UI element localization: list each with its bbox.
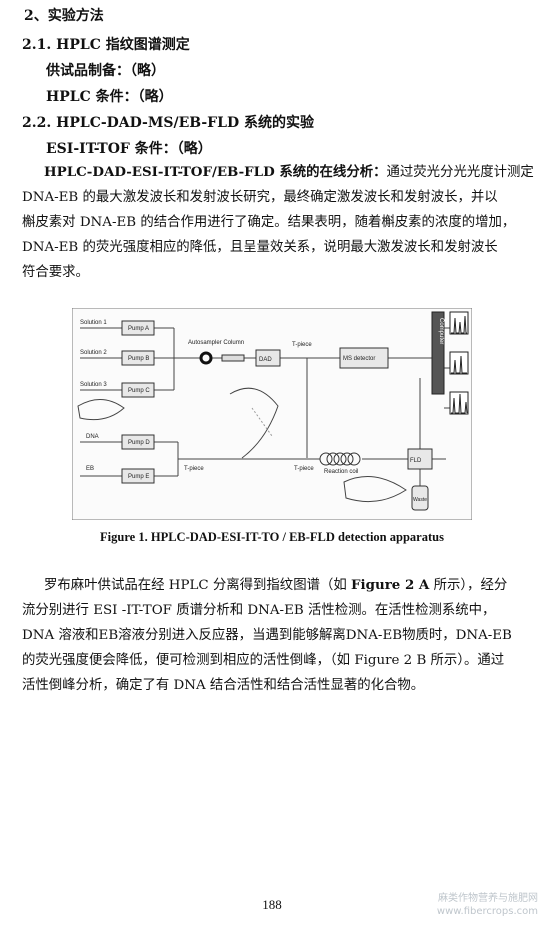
label-tpiece-top: T-piece [292, 342, 312, 348]
label-dad: DAD [259, 357, 272, 363]
page-number: 188 [262, 897, 282, 912]
para-text: DNA 溶液和EB溶液分别进入反应器，当遇到能够解离DNA-EB物质时，DNA-… [22, 628, 512, 643]
label-waste: Waste [413, 497, 427, 503]
watermark: 麻类作物营养与施肥网 www.fibercrops.com [437, 892, 538, 918]
para-text: DNA-EB 的荧光强度相应的降低，且呈量效关系，说明最大激发波长和发射波长 [22, 240, 498, 255]
label-pump-e: Pump E [128, 474, 149, 480]
label-solution-2: Solution 2 [80, 350, 107, 356]
para-text: 罗布麻叶供试品在经 HPLC 分离得到指纹图谱（如 [44, 578, 352, 593]
label-tpiece-mid: T-piece [294, 466, 314, 472]
label-computer: Computer [438, 318, 444, 344]
watermark-url: www.fibercrops.com [436, 906, 538, 917]
paragraph-online-analysis: HPLC-DAD-ESI-IT-TOF/EB-FLD 系统的在线分析：通过荧光分… [22, 160, 534, 285]
watermark-line: 麻类作物营养与施肥网 [438, 893, 538, 904]
label-tpiece-left: T-piece [184, 466, 204, 472]
subsection-heading-2-2: 2.2. HPLC-DAD-MS/EB-FLD 系统的实验 [22, 115, 314, 131]
label-reaction-coil: Reaction coil [324, 469, 358, 475]
hplc-conditions-line: HPLC 条件：（略） [46, 89, 173, 105]
paragraph-results: 罗布麻叶供试品在经 HPLC 分离得到指纹图谱（如 Figure 2 A 所示）… [22, 573, 522, 698]
subsection-heading-2-1: 2.1. HPLC 指纹图谱测定 [22, 37, 190, 53]
label-pump-c: Pump C [128, 388, 150, 394]
esi-conditions-line: ESI-IT-TOF 条件：（略） [46, 141, 212, 157]
label-dna: DNA [86, 434, 99, 440]
label-pump-a: Pump A [128, 326, 149, 332]
para-text: 通过荧光分光光度计测定 [386, 165, 534, 180]
label-autosampler-column: Autosampler Column [188, 340, 244, 346]
para-text: 流分别进行 ESI -IT-TOF 质谱分析和 DNA-EB 活性检测。在活性检… [22, 603, 496, 618]
label-fld: FLD [410, 458, 422, 464]
figure-caption: Figure 1. HPLC-DAD-ESI-IT-TO / EB-FLD de… [100, 530, 444, 544]
para-text: DNA-EB 的最大激发波长和发射波长研究，最终确定激发波长和发射波长，并以 [22, 190, 498, 205]
para-text: 所示），经分 [429, 578, 508, 593]
figure-ref: Figure 2 A [351, 577, 430, 593]
label-pump-b: Pump B [128, 356, 149, 362]
label-ms-detector: MS detector [343, 356, 375, 362]
para-text: 符合要求。 [22, 265, 89, 280]
label-pump-d: Pump D [128, 440, 150, 446]
label-solution-1: Solution 1 [80, 320, 107, 326]
sample-prep-line: 供试品制备：（略） [46, 63, 165, 79]
para-text: 的荧光强度便会降低，便可检测到相应的活性倒峰，（如 Figure 2 B 所示）… [22, 653, 505, 668]
section-heading: 2、实验方法 [24, 8, 104, 24]
label-eb: EB [86, 466, 94, 472]
label-solution-3: Solution 3 [80, 382, 107, 388]
para-text: 活性倒峰分析，确定了有 DNA 结合活性和结合活性显著的化合物。 [22, 678, 425, 693]
apparatus-diagram: Solution 1 Solution 2 Solution 3 DNA EB … [72, 308, 472, 520]
para-lead: HPLC-DAD-ESI-IT-TOF/EB-FLD 系统的在线分析： [44, 164, 387, 180]
para-text: 槲皮素对 DNA-EB 的结合作用进行了确定。结果表明，随着槲皮素的浓度的增加， [22, 215, 516, 230]
